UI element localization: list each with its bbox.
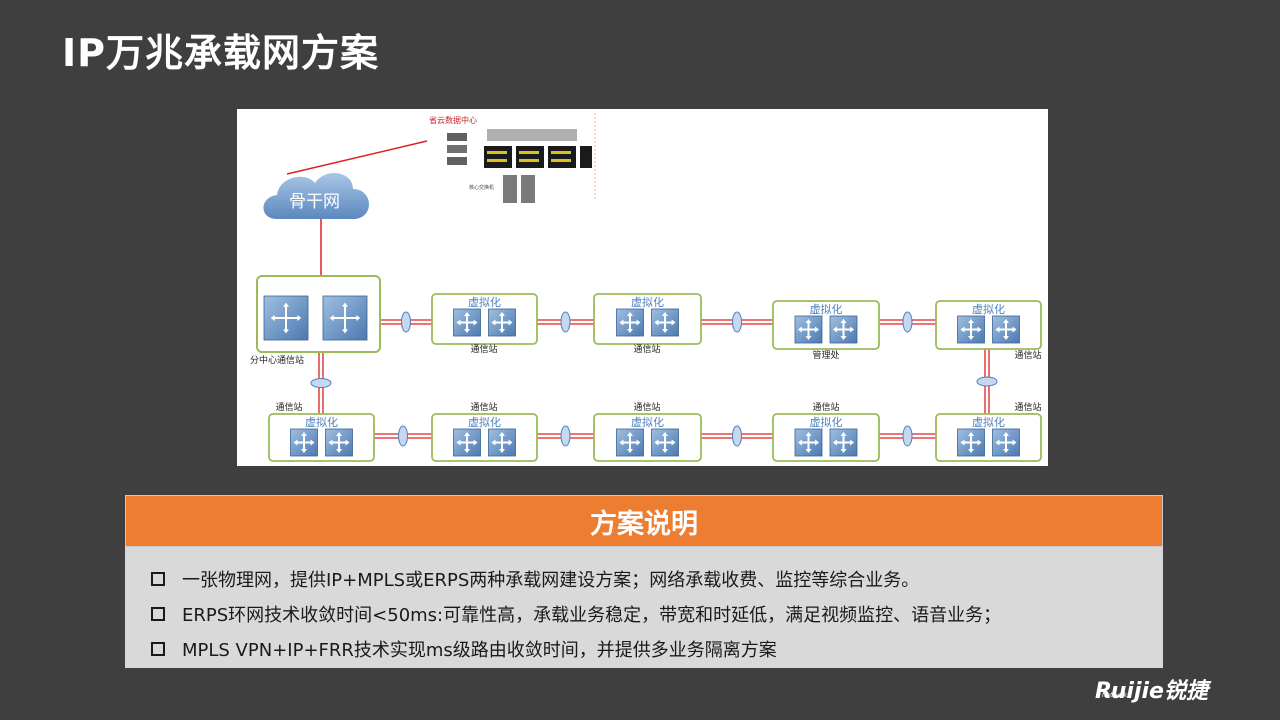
switch-icon	[829, 428, 858, 457]
switch-icon	[829, 315, 858, 344]
panel-body: 一张物理网，提供IP+MPLS或ERPS两种承载网建设方案；网络承载收费、监控等…	[125, 547, 1163, 668]
virtual-node: 虚拟化	[772, 413, 880, 462]
bullet-text: MPLS VPN+IP+FRR技术实现ms级路由收敛时间，并提供多业务隔离方案	[182, 639, 777, 661]
checkbox-bullet-icon	[151, 641, 165, 656]
switch-icon	[616, 308, 644, 337]
station-label: 通信站	[1014, 349, 1041, 361]
bullet-item: MPLS VPN+IP+FRR技术实现ms级路由收敛时间，并提供多业务隔离方案	[151, 631, 1163, 666]
virtual-node: 虚拟化	[772, 300, 880, 350]
virtual-label: 虚拟化	[468, 415, 501, 429]
datacenter-group: 省云数据中心 核心交换机	[286, 113, 596, 203]
switch-icon	[325, 428, 353, 457]
cloud-link	[286, 140, 428, 175]
bullet-text: 一张物理网，提供IP+MPLS或ERPS两种承载网建设方案；网络承载收费、监控等…	[182, 569, 920, 591]
rack-icon	[484, 146, 512, 168]
switch-icon	[957, 315, 985, 344]
link-aggregation-icon	[976, 376, 998, 387]
switch-icon	[616, 428, 644, 457]
storage-icon	[487, 129, 577, 141]
network-diagram: 省云数据中心 核心交换机 骨干网 分中心通信站虚	[237, 109, 1048, 466]
virtual-label: 虚拟化	[972, 415, 1005, 429]
virtual-node: 虚拟化	[935, 413, 1042, 462]
station-label: 通信站	[633, 343, 660, 355]
bullet-item: 一张物理网，提供IP+MPLS或ERPS两种承载网建设方案；网络承载收费、监控等…	[151, 561, 1163, 596]
brand-logo: Ruijie锐捷	[1095, 679, 1208, 704]
link-aggregation-icon	[902, 311, 913, 333]
virtual-label: 虚拟化	[810, 415, 843, 429]
core-switch-label: 核心交换机	[469, 184, 494, 191]
station-label: 通信站	[1014, 401, 1041, 413]
switch-icon	[794, 315, 823, 344]
sub-center-node: 分中心通信站	[250, 275, 381, 366]
sub-center-label: 分中心通信站	[250, 354, 304, 366]
checkbox-bullet-icon	[151, 571, 165, 586]
virtual-node: 虚拟化	[593, 293, 702, 345]
bullet-item: ERPS环网技术收敛时间<50ms:可靠性高，承载业务稳定，带宽和时延低，满足视…	[151, 596, 1163, 631]
link-aggregation-icon	[310, 378, 332, 388]
link-aggregation-icon	[398, 425, 408, 447]
station-label: 通信站	[470, 343, 497, 355]
backbone-label: 骨干网	[289, 192, 340, 212]
switch-icon	[322, 295, 368, 341]
page-title: IP万兆承载网方案	[62, 31, 379, 75]
link-aggregation-icon	[902, 425, 913, 447]
checkbox-bullet-icon	[151, 606, 165, 621]
switch-icon	[488, 428, 516, 457]
station-label: 通信站	[275, 401, 302, 413]
link-aggregation-icon	[732, 425, 742, 447]
management-label: 管理处	[812, 349, 839, 361]
virtual-label: 虚拟化	[631, 415, 664, 429]
link-aggregation-icon	[560, 311, 571, 333]
switch-icon	[263, 295, 309, 341]
virtual-label: 虚拟化	[631, 295, 664, 309]
server-icon	[447, 157, 467, 165]
virtual-label: 虚拟化	[972, 302, 1005, 316]
switch-icon	[290, 428, 318, 457]
ring-links	[310, 311, 998, 447]
virtual-node: 虚拟化	[431, 413, 538, 462]
server-icon	[447, 133, 467, 141]
virtual-node: 虚拟化	[431, 293, 538, 345]
bullet-text: ERPS环网技术收敛时间<50ms:可靠性高，承载业务稳定，带宽和时延低，满足视…	[182, 604, 1002, 626]
switch-icon	[957, 428, 985, 457]
server-icon	[447, 145, 467, 153]
station-label: 通信站	[812, 401, 839, 413]
station-label: 通信站	[633, 401, 660, 413]
switch-icon	[992, 428, 1020, 457]
station-label: 通信站	[470, 401, 497, 413]
switch-icon	[453, 308, 481, 337]
switch-icon	[651, 428, 679, 457]
link-aggregation-icon	[560, 425, 571, 447]
switch-icon	[453, 428, 481, 457]
rack-icon	[580, 146, 592, 168]
link-aggregation-icon	[732, 311, 742, 333]
backbone-cloud: 骨干网	[263, 172, 370, 276]
virtual-label: 虚拟化	[468, 295, 501, 309]
core-switch-icon	[521, 175, 535, 203]
switch-icon	[488, 308, 516, 337]
brand-sub: Networks	[1102, 692, 1131, 699]
link-aggregation-icon	[401, 311, 411, 333]
core-switch-icon	[503, 175, 517, 203]
virtual-node: 虚拟化	[593, 413, 702, 462]
ring-nodes: 分中心通信站虚拟化通信站虚拟化通信站虚拟化管理处虚拟化通信站通信站虚拟化通信站虚…	[250, 275, 1042, 462]
switch-icon	[794, 428, 823, 457]
rack-icon	[548, 146, 576, 168]
switch-icon	[992, 315, 1020, 344]
virtual-node: 虚拟化	[268, 413, 375, 462]
virtual-label: 虚拟化	[305, 415, 338, 429]
virtual-label: 虚拟化	[810, 302, 843, 316]
panel-header: 方案说明	[125, 495, 1163, 547]
datacenter-label: 省云数据中心	[429, 115, 477, 125]
virtual-node: 虚拟化	[935, 300, 1042, 350]
rack-icon	[516, 146, 544, 168]
switch-icon	[651, 308, 679, 337]
